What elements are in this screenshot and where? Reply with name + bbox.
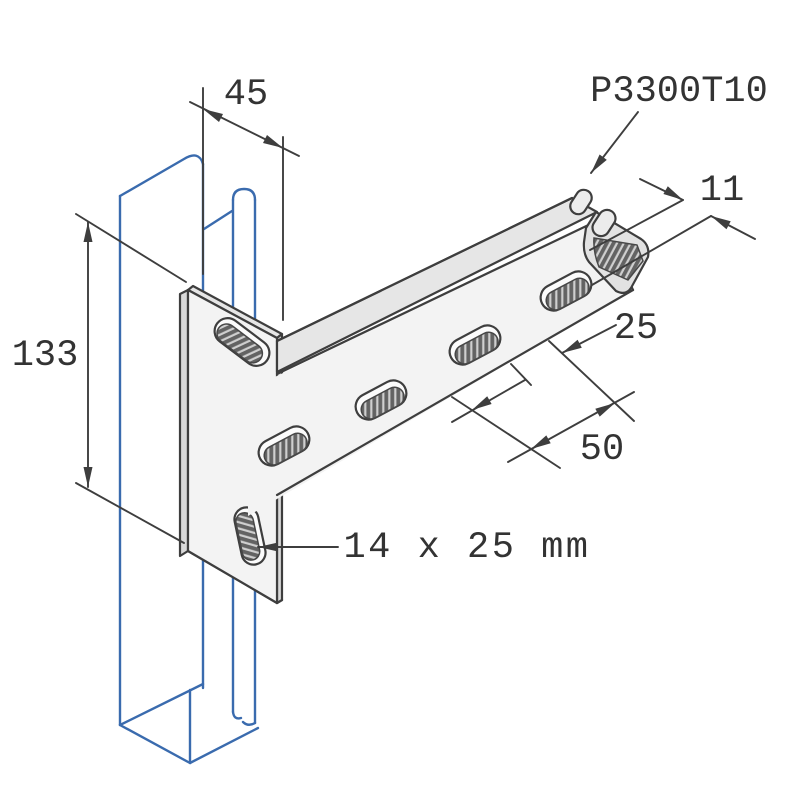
arrowhead <box>591 154 607 173</box>
arrowhead <box>663 186 683 200</box>
part-number-callout: P3300T10 <box>590 71 768 174</box>
plate-upper-slot <box>213 317 271 367</box>
strut-top-section-line <box>202 209 234 231</box>
ext-line <box>548 340 635 422</box>
arrowhead <box>595 403 615 417</box>
arrowhead <box>263 135 283 148</box>
slot-size-label: 14 x 25 mm <box>343 527 590 569</box>
dimension-lip-opening: 11 <box>589 170 756 286</box>
arm-slot-3 <box>448 324 502 366</box>
dim-label-133: 133 <box>12 335 79 377</box>
arrowhead <box>258 542 278 552</box>
part-number-label: P3300T10 <box>590 71 768 113</box>
dimension-slot-spacing: 25 50 <box>451 308 658 471</box>
ext-line <box>75 213 187 283</box>
strut-top-edge <box>118 154 205 198</box>
arm-end-cavity-shadow <box>593 237 644 281</box>
strut-lip-top-arc <box>231 187 257 202</box>
arrowhead <box>711 216 731 230</box>
arm-bottom-edge <box>275 288 635 497</box>
arm-face-top-edge <box>275 217 603 376</box>
ext-line <box>75 482 185 544</box>
arm-front-face <box>248 219 633 516</box>
arrowhead <box>562 339 582 353</box>
dim-label-50: 50 <box>580 429 624 471</box>
strut-bottom-left-edge <box>118 723 192 765</box>
arrowhead <box>203 109 223 122</box>
arrowhead <box>472 396 492 410</box>
dim-label-25: 25 <box>614 308 658 350</box>
plate-lower-slot <box>233 506 267 566</box>
slot-size-callout: 14 x 25 mm <box>257 527 590 569</box>
cantilever-arm <box>248 188 650 516</box>
arrowhead <box>531 435 551 449</box>
ext-line <box>589 199 684 251</box>
dimension-channel-width: 45 <box>189 74 300 321</box>
dim-label-45: 45 <box>224 74 268 116</box>
plate-left-edge-face <box>178 288 190 558</box>
arrowhead <box>83 467 93 487</box>
bracket-back-plate <box>178 284 284 605</box>
arm-slot-2 <box>354 379 408 421</box>
arm-slot-4 <box>539 270 593 312</box>
strut-bottom-lip-hook-b <box>241 720 257 726</box>
dimension-plate-height: 133 <box>12 213 187 544</box>
arrowhead <box>83 222 93 242</box>
arm-end-front-lip <box>591 208 617 238</box>
arm-top-edge <box>275 196 574 343</box>
strut-bottom-back-edge <box>188 726 260 765</box>
ext-line <box>591 215 712 286</box>
ext-line-short <box>510 363 532 386</box>
ext-line <box>451 396 561 469</box>
strut-bottom-lip-hook-a <box>231 710 243 720</box>
arm-end-back-lip <box>569 188 593 216</box>
arm-slot-1 <box>257 425 311 467</box>
dim-label-11: 11 <box>700 170 744 212</box>
